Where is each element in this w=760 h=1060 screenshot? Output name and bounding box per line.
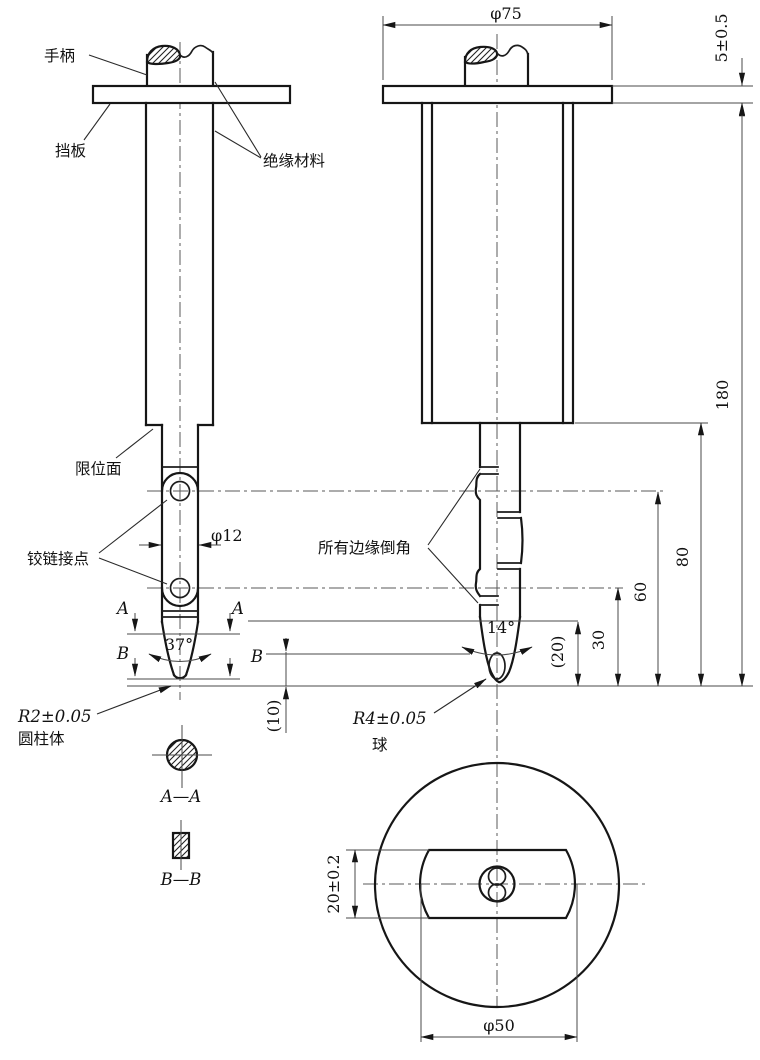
section-aa-label: A—A [159,787,201,806]
insulation-leaders [214,81,262,159]
label-cylinder: 圆柱体 [18,730,65,748]
dim-angle14: 14° [487,618,515,637]
dim-phi12: φ12 [211,526,243,545]
right-baffle-plate [381,84,614,105]
right-finger-taper [478,615,522,684]
callouts: 手柄 挡板 绝缘材料 限位面 铰链接点 所有边缘倒角 R2±0.05 圆柱体 R… [17,47,487,754]
dim-plate-thickness: 5±0.5 [712,13,731,62]
dim-ref10: (10) [264,700,283,733]
left-shaft-edges [144,101,215,427]
dim-30: 30 [589,630,608,650]
chamfer-note-leaders [427,468,481,604]
right-shaft-walls [420,101,575,425]
angle37-arc [148,653,212,663]
dim-ref20: (20) [548,636,567,669]
stop-face-leader [115,428,154,459]
label-hinge-joints: 铰链接点 [27,550,89,568]
section-mark-a-left: A [115,599,129,618]
centerlines [147,34,663,1008]
r4-leader [433,678,487,714]
dimensions: φ75 5±0.5 180 80 60 30 (20) (10) φ12 37° [139,4,746,1041]
bottom-view [373,761,621,1009]
section-marks: A A B B A—A B—B [115,599,263,889]
section-mark-b-right: B [250,647,263,666]
label-sphere: 球 [372,736,388,754]
right-finger-right-grooves [497,511,522,570]
baffle-leader [83,103,111,141]
r2-leader [96,685,172,715]
left-knob-break-hatch [145,44,182,66]
right-finger-left-edge [474,421,482,619]
section-aa-centerlines [152,725,212,788]
right-knob-break-hatch [463,45,499,65]
label-stop-face: 限位面 [75,460,122,478]
section-bb-label: B—B [160,870,202,889]
section-mark-a-right: A [230,599,244,618]
left-knob-break-wave [178,44,215,58]
label-chamfer-note: 所有边缘倒角 [318,539,411,557]
upper-hinge-arc [160,471,200,493]
lower-hinge-arc [160,586,200,608]
label-baffle: 挡板 [55,142,86,160]
dim-phi50: φ50 [483,1016,515,1035]
left-view [91,44,292,680]
section-mark-b-left: B [116,644,129,663]
dim-80: 80 [673,547,692,567]
dim-phi75: φ75 [490,4,522,23]
handle-leader [88,54,148,76]
right-finger-left-grooves [479,466,499,606]
w20-extensions [346,849,429,919]
label-insulation: 绝缘材料 [263,152,325,170]
label-r4: R4±0.05 [352,709,427,728]
left-baffle-plate [91,84,292,105]
baffle-circle [373,761,621,1009]
left-finger-taper [160,620,200,680]
right-view [381,44,614,684]
dim-w20: 20±0.2 [324,854,343,913]
phi50-extensions [420,884,578,1042]
right-finger-right-edge [518,421,524,619]
label-handle: 手柄 [44,47,75,65]
left-finger-groove-lines [161,610,199,618]
dim-angle37: 37° [165,635,193,654]
upper-hinge-circle [169,480,191,502]
lower-hinge-circle [169,577,191,599]
label-r2: R2±0.05 [17,707,92,726]
right-knob-break-wave [495,44,530,57]
hinge-hole-top [487,867,507,886]
hinge-joints-leaders [98,499,168,585]
bar-cross-section [419,848,576,920]
dim-180: 180 [713,380,732,411]
hinge-hole-bottom [487,883,507,902]
angle14-arc [461,646,533,656]
dim-60: 60 [631,582,650,602]
